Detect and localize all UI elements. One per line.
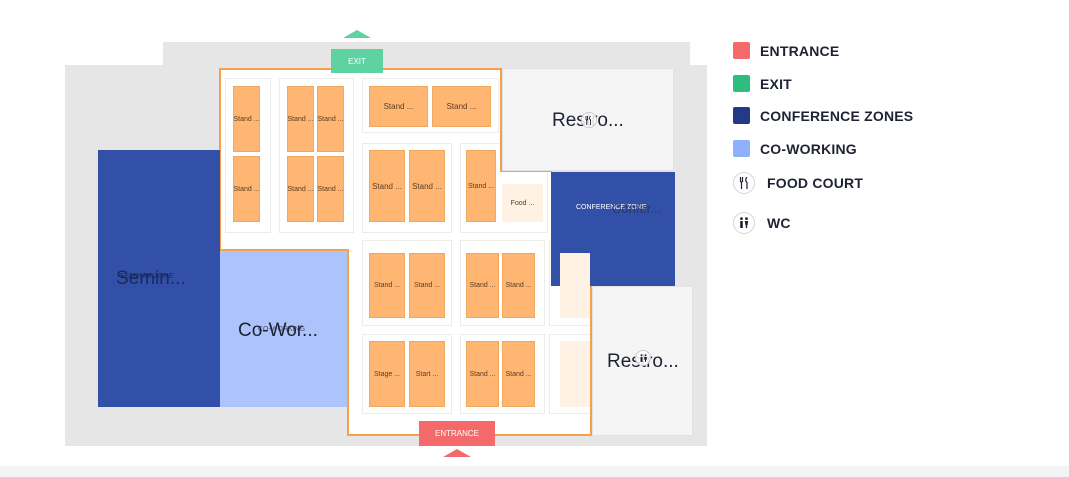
coworking-zone[interactable] [220, 251, 347, 407]
legend-item-exit: EXIT [733, 75, 792, 92]
stand[interactable]: Stand ... [466, 150, 496, 222]
seminar-zone-name: Semin... [116, 268, 186, 289]
seminar-zone-label: SEMINAR ZONE [120, 273, 174, 280]
stand[interactable]: Stand ... [369, 150, 405, 222]
legend-label: ENTRANCE [760, 42, 840, 59]
legend-item-coworking: CO-WORKING [733, 140, 857, 157]
stand[interactable]: Stand ... [317, 86, 344, 152]
exit-arrow-icon [343, 30, 371, 38]
entrance-marker[interactable]: ENTRANCE [419, 421, 495, 446]
exit-marker[interactable]: EXIT [331, 49, 383, 73]
legend-label: CO-WORKING [760, 140, 857, 157]
conference-swatch [733, 107, 750, 124]
fork-knife-icon [581, 112, 597, 128]
food-stall[interactable] [560, 341, 590, 407]
legend-label: FOOD COURT [767, 175, 864, 191]
legend-label: WC [767, 215, 791, 231]
stand[interactable]: Stand ... [369, 86, 428, 127]
seminar-zone[interactable] [98, 150, 220, 407]
coworking-zone-label: CO-WORKING [258, 326, 306, 333]
exit-swatch [733, 75, 750, 92]
food-stall[interactable]: Food ... [502, 184, 543, 222]
stand[interactable]: Stand ... [233, 86, 260, 152]
stand[interactable]: Stand ... [466, 253, 499, 318]
stand[interactable]: Stand ... [502, 253, 535, 318]
fork-knife-icon [733, 172, 755, 194]
stand[interactable]: Stand ... [317, 156, 344, 222]
hall-outline [219, 68, 221, 250]
legend-item-wc: WC [733, 212, 791, 234]
conference-zone-name: Confer... [612, 201, 662, 216]
bottom-strip [0, 466, 1069, 477]
wc-icon [733, 212, 755, 234]
stand[interactable]: Stage ... [369, 341, 405, 407]
hall-outline [219, 249, 348, 251]
stand[interactable]: Stand ... [233, 156, 260, 222]
legend-item-conference: CONFERENCE ZONES [733, 107, 913, 124]
floor-map: Restro... CONFERENCE ZONE Confer... Rest… [65, 30, 707, 457]
conference-zone-label: CONFERENCE ZONE [576, 204, 647, 211]
conference-zone-lower [612, 240, 675, 286]
legend-item-food-court: FOOD COURT [733, 172, 863, 194]
entrance-swatch [733, 42, 750, 59]
stand[interactable]: Stand ... [287, 156, 314, 222]
hall-outline [590, 286, 592, 436]
hall-outline [500, 68, 502, 172]
legend-label: CONFERENCE ZONES [760, 107, 914, 124]
entrance-arrow-icon [443, 449, 471, 457]
stand[interactable]: Stand ... [409, 150, 445, 222]
coworking-zone-name: Co-Wor... [238, 320, 318, 341]
wc-icon [635, 350, 651, 366]
stand[interactable]: Stand ... [409, 253, 445, 318]
stand[interactable]: Stand ... [466, 341, 499, 407]
food-stall[interactable] [560, 253, 590, 318]
stand[interactable]: Stand ... [502, 341, 535, 407]
stand[interactable]: Stand ... [287, 86, 314, 152]
legend-label: EXIT [760, 75, 792, 92]
stand[interactable]: Start ... [409, 341, 445, 407]
stand[interactable]: Stand ... [369, 253, 405, 318]
legend-item-entrance: ENTRANCE [733, 42, 839, 59]
hall-outline [347, 249, 349, 436]
coworking-swatch [733, 140, 750, 157]
hall-outline [500, 170, 552, 172]
stand[interactable]: Stand ... [432, 86, 491, 127]
